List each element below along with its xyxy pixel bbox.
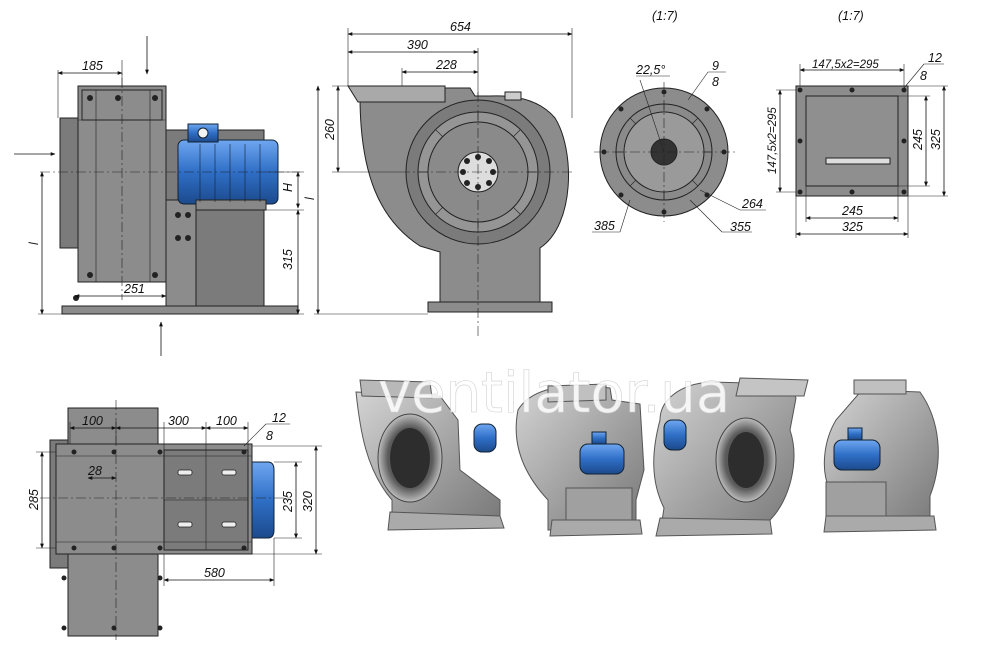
dim-264: 264 — [741, 197, 763, 211]
dim-315: 315 — [281, 249, 295, 270]
front-view: 654 390 228 260 l — [303, 20, 575, 336]
dim-325-h: 325 — [842, 220, 863, 234]
dim-355: 355 — [730, 220, 751, 234]
dim-580: 580 — [204, 566, 225, 580]
dim-654: 654 — [450, 20, 471, 34]
dim-300: 300 — [168, 414, 189, 428]
dim-l-front: l — [303, 196, 317, 200]
render-fan-1 — [355, 379, 505, 531]
dim-l-side: l — [27, 241, 41, 245]
dim-angle: 22,5° — [635, 63, 665, 77]
dim-320: 320 — [301, 491, 315, 512]
scale-right: (1:7) — [838, 9, 864, 23]
dim-100-b: 100 — [216, 414, 237, 428]
dim-side-pitch: 147,5x2=295 — [767, 107, 779, 174]
side-view: 185 251 315 H l — [14, 36, 304, 356]
dim-390: 390 — [407, 38, 428, 52]
dim-185: 185 — [82, 59, 103, 73]
dim-325-v: 325 — [929, 129, 943, 150]
dim-385: 385 — [594, 219, 615, 233]
watermark: ventilator.ua — [378, 361, 730, 426]
round-flange-view: (1:7) 22,5° 9 8 385 264 355 — [592, 9, 766, 234]
dim-h: H — [281, 182, 295, 192]
render-fan-4 — [823, 379, 939, 533]
dim-12-sq: 12 — [928, 51, 942, 65]
dim-285: 285 — [27, 489, 41, 511]
plan-view: 100 300 100 12 8 28 285 235 320 580 — [27, 400, 322, 640]
dim-8-round: 8 — [712, 75, 719, 89]
scale-left: (1:7) — [652, 9, 678, 23]
dim-100-a: 100 — [82, 414, 103, 428]
dim-245-v: 245 — [911, 129, 925, 151]
render-fan-3 — [653, 377, 809, 537]
dim-pitch: 147,5x2=295 — [812, 59, 879, 71]
dim-8-sq: 8 — [920, 69, 927, 83]
dim-235: 235 — [281, 491, 295, 513]
render-fan-2 — [515, 383, 645, 537]
dim-260: 260 — [323, 119, 337, 141]
square-flange-view: (1:7) 147,5x2=295 147,5x2=295 12 8 245 3… — [767, 9, 948, 238]
dim-245-h: 245 — [841, 204, 863, 218]
dim-12-plan: 12 — [272, 411, 286, 425]
dim-8-plan: 8 — [266, 429, 273, 443]
dim-9: 9 — [712, 59, 719, 73]
dim-228: 228 — [435, 58, 457, 72]
dim-251: 251 — [123, 282, 145, 296]
dim-28: 28 — [87, 464, 102, 478]
